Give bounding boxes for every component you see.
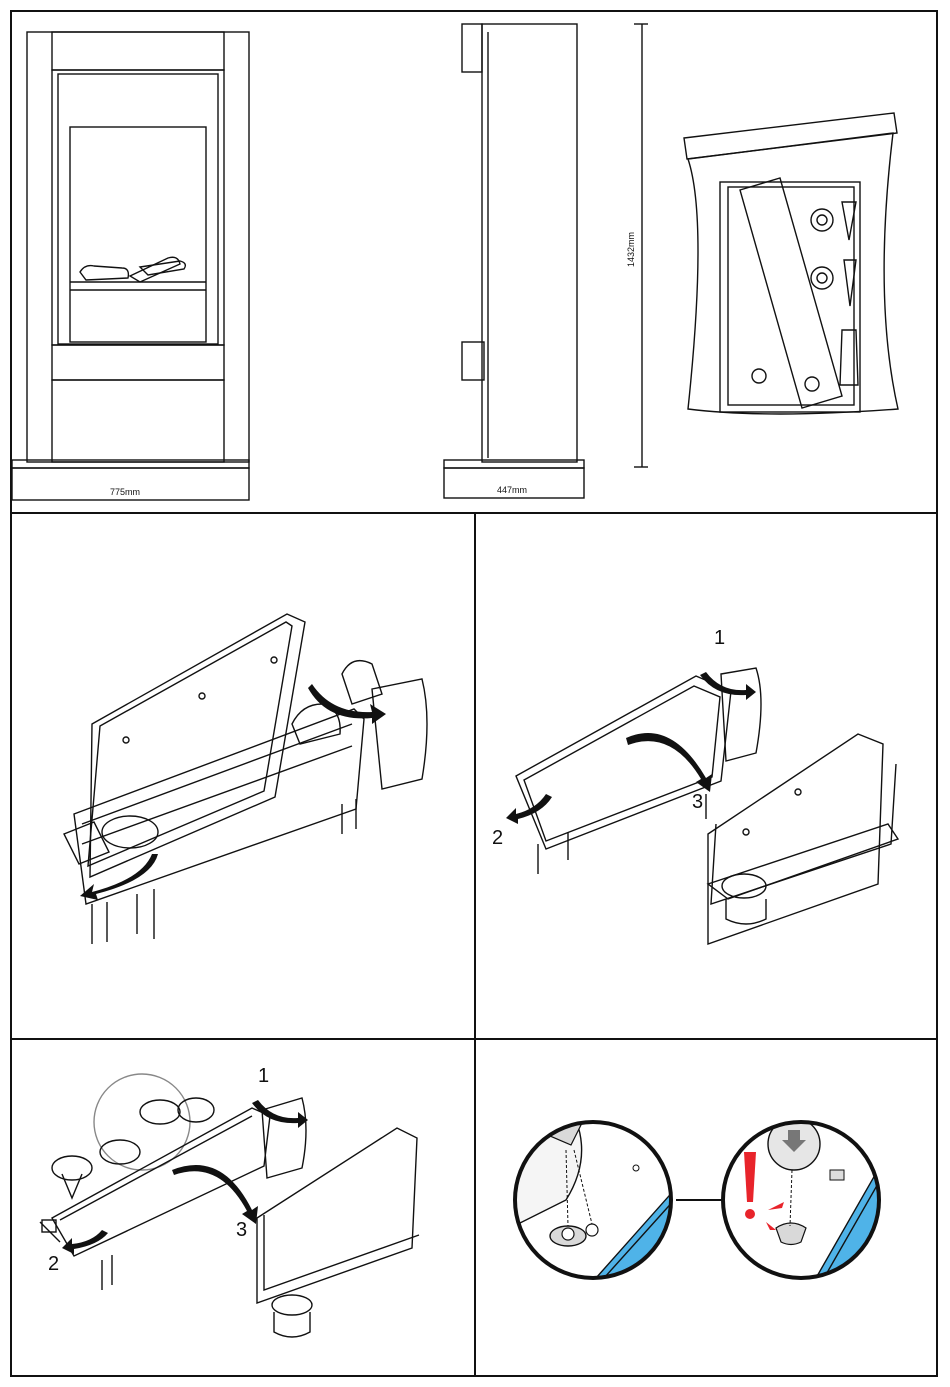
width-label: 775mm: [110, 487, 140, 497]
step-number-2: 2: [48, 1253, 59, 1275]
arrows: [80, 684, 386, 900]
front-view: [12, 32, 249, 500]
panel-overview: 775mm 447mm 1432mm: [10, 10, 938, 514]
step-number-1: 1: [258, 1065, 269, 1087]
depth-label: 447mm: [497, 485, 527, 495]
step-number-3: 3: [236, 1219, 247, 1241]
tray-unhook-drawing: [12, 514, 474, 1038]
arrow-right-icon: [700, 672, 756, 700]
panel-fit-lamps: 1 2 3: [10, 1038, 476, 1377]
arrows: [506, 672, 756, 824]
height-label: 1432mm: [626, 232, 636, 267]
side-view: [444, 24, 648, 498]
overview-drawing: 775mm 447mm 1432mm: [12, 12, 936, 512]
detail-circle-right: [723, 1118, 879, 1278]
tray-lift-drawing: 1 2 3: [476, 514, 936, 1038]
panel-lamp-detail: [474, 1038, 938, 1377]
step-number-2: 2: [492, 827, 503, 849]
step-number-3: 3: [692, 791, 703, 813]
fitting-bag: [684, 113, 898, 414]
panel-remove-tray: [10, 512, 476, 1040]
lamp-fitting-drawing: 1 2 3: [12, 1040, 474, 1375]
panel-lift-tray: 1 2 3: [474, 512, 938, 1040]
arrow-lift-icon: [626, 733, 712, 792]
lamp-detail-drawing: [476, 1040, 936, 1375]
step-number-1: 1: [714, 627, 725, 649]
detail-circle-left: [515, 1120, 676, 1278]
arrow-lift-icon: [172, 1165, 258, 1224]
